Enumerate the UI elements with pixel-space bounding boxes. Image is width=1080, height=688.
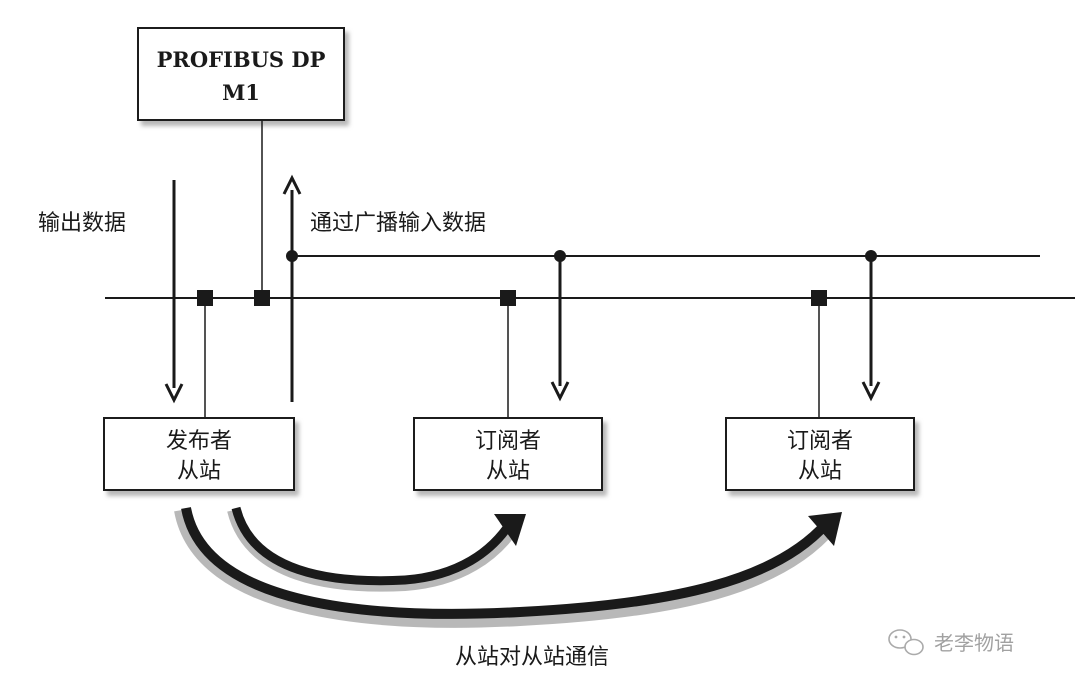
broadcast-input-label: 通过广播输入数据 bbox=[310, 211, 486, 236]
subscriber-1-kind: 从站 bbox=[486, 459, 530, 484]
bus-node-master bbox=[254, 290, 270, 306]
subscriber-2-kind: 从站 bbox=[798, 459, 842, 484]
arc-2-arrow-head-icon bbox=[808, 512, 842, 546]
subscriber-1-role: 订阅者 bbox=[475, 429, 541, 454]
master-title: PROFIBUS DP bbox=[157, 47, 326, 72]
subscriber-2-arrow-head-icon bbox=[861, 381, 881, 402]
bus-node-subscriber-2 bbox=[811, 290, 827, 306]
watermark: 老李物语 bbox=[888, 629, 1014, 656]
slave-to-slave-arrows bbox=[174, 506, 842, 628]
watermark-text: 老李物语 bbox=[934, 631, 1014, 655]
bus-node-publisher bbox=[197, 290, 213, 306]
arc-1-arrow-head-icon bbox=[494, 514, 526, 546]
master-box: PROFIBUS DP M1 bbox=[137, 27, 345, 121]
broadcast-junction-publisher bbox=[286, 250, 298, 262]
publisher-kind: 从站 bbox=[177, 459, 221, 484]
arc-to-subscriber-1 bbox=[231, 506, 515, 586]
arc-to-subscriber-2 bbox=[181, 507, 830, 619]
output-arrow-head-icon bbox=[164, 383, 184, 404]
broadcast-arrow-head-icon bbox=[282, 174, 302, 195]
publisher-role: 发布者 bbox=[166, 429, 232, 454]
bus-node-subscriber-1 bbox=[500, 290, 516, 306]
subscriber-2-slave-box: 订阅者 从站 bbox=[725, 417, 915, 491]
subscriber-1-arrow-head-icon bbox=[550, 381, 570, 402]
publisher-slave-box: 发布者 从站 bbox=[103, 417, 295, 491]
output-data-label: 输出数据 bbox=[38, 211, 126, 236]
subscriber-2-role: 订阅者 bbox=[787, 429, 853, 454]
wechat-icon bbox=[888, 629, 924, 656]
slave-to-slave-label: 从站对从站通信 bbox=[455, 645, 609, 670]
arc-shadow-1 bbox=[227, 508, 521, 592]
subscriber-1-slave-box: 订阅者 从站 bbox=[413, 417, 603, 491]
master-address: M1 bbox=[222, 80, 260, 105]
